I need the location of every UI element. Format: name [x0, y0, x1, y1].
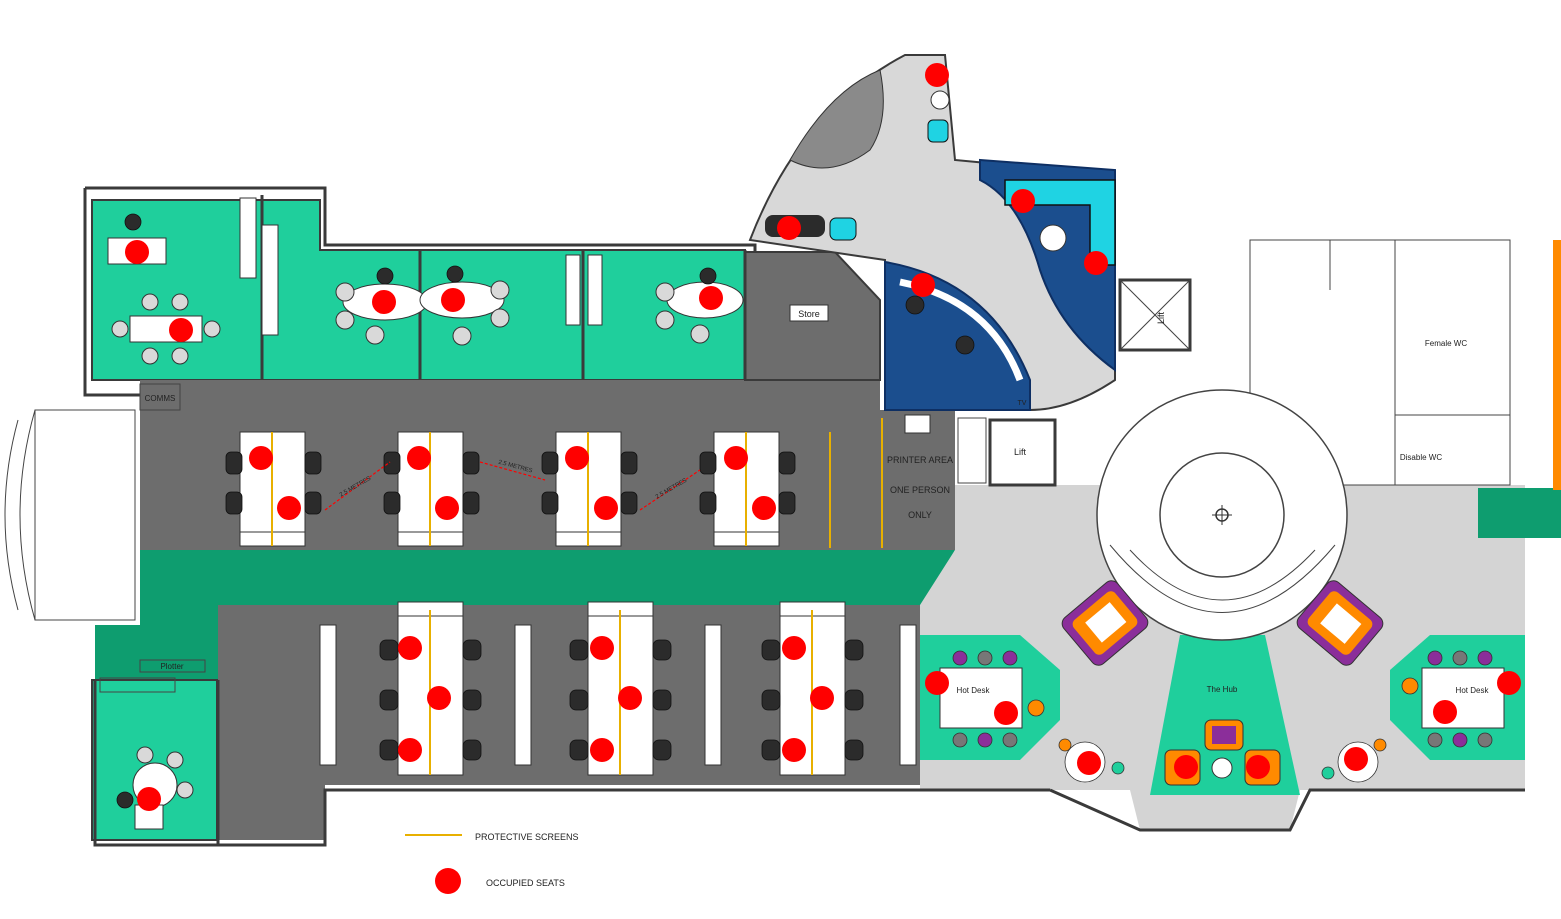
orange-strip: [1553, 240, 1561, 490]
disable-wc-label: Disable WC: [1400, 453, 1442, 462]
store-label: Store: [798, 309, 820, 319]
printer-area-line-2: ONE PERSON: [890, 485, 950, 495]
legend-seat-swatch: [435, 868, 461, 894]
occupied-seat: [724, 446, 748, 470]
occupied-seat: [752, 496, 776, 520]
occupied-seat: [777, 216, 801, 240]
occupied-seat: [994, 701, 1018, 725]
occupied-seat: [810, 686, 834, 710]
legend-seats-label: OCCUPIED SEATS: [486, 878, 565, 888]
legend: PROTECTIVE SCREENS OCCUPIED SEATS: [405, 832, 579, 894]
occupied-seat: [911, 273, 935, 297]
right-green-strip: [1478, 488, 1561, 538]
printer-area-markings: [829, 414, 931, 548]
occupied-seat: [1084, 251, 1108, 275]
comms-label: COMMS: [145, 394, 176, 403]
female-wc-label: Female WC: [1425, 339, 1467, 348]
occupied-seat: [1011, 189, 1035, 213]
hub-furniture: [939, 580, 1505, 786]
plotter-label: Plotter: [160, 662, 183, 671]
occupied-seat: [1174, 755, 1198, 779]
occupied-seat: [590, 738, 614, 762]
occupied-seat: [782, 636, 806, 660]
hot-desk-right-label: Hot Desk: [1456, 686, 1490, 695]
occupied-seat: [137, 787, 161, 811]
occupied-seat: [590, 636, 614, 660]
occupied-seat: [435, 496, 459, 520]
occupied-seat: [699, 286, 723, 310]
occupied-seat: [125, 240, 149, 264]
desk-clusters-upper: [225, 431, 796, 547]
occupied-seat: [1497, 671, 1521, 695]
lift-label-a: Lift: [1156, 312, 1166, 325]
printer-area-line-3: ONLY: [908, 510, 932, 520]
lift-label-b: Lift: [1014, 447, 1027, 457]
occupied-seat: [427, 686, 451, 710]
legend-screens-label: PROTECTIVE SCREENS: [475, 832, 579, 842]
hub-label: The Hub: [1207, 685, 1238, 694]
occupied-seat: [565, 446, 589, 470]
occupied-seat: [407, 446, 431, 470]
occupied-seat: [398, 636, 422, 660]
walls: [4, 186, 1525, 847]
occupied-seat: [1433, 700, 1457, 724]
grey-open-office-lower: [218, 605, 920, 840]
occupied-seat: [1246, 755, 1270, 779]
blue-lounge: [979, 158, 1116, 372]
green-corridor: [95, 550, 955, 680]
occupied-seat: [618, 686, 642, 710]
occupied-seat: [169, 318, 193, 342]
printer-area-line-1: PRINTER AREA: [887, 455, 953, 465]
occupied-seat: [1344, 747, 1368, 771]
hot-desk-left-label: Hot Desk: [957, 686, 991, 695]
occupied-seat: [372, 290, 396, 314]
occupied-seat: [441, 288, 465, 312]
tv-label: TV: [1018, 400, 1027, 407]
desk-clusters-lower: [319, 601, 917, 776]
occupied-seat: [249, 446, 273, 470]
occupied-seat: [398, 738, 422, 762]
occupied-seat: [277, 496, 301, 520]
occupied-seat: [925, 671, 949, 695]
occupied-seats: [125, 63, 1521, 811]
occupied-seat: [782, 738, 806, 762]
occupied-seat: [925, 63, 949, 87]
occupied-seat: [1077, 751, 1101, 775]
occupied-seat: [594, 496, 618, 520]
